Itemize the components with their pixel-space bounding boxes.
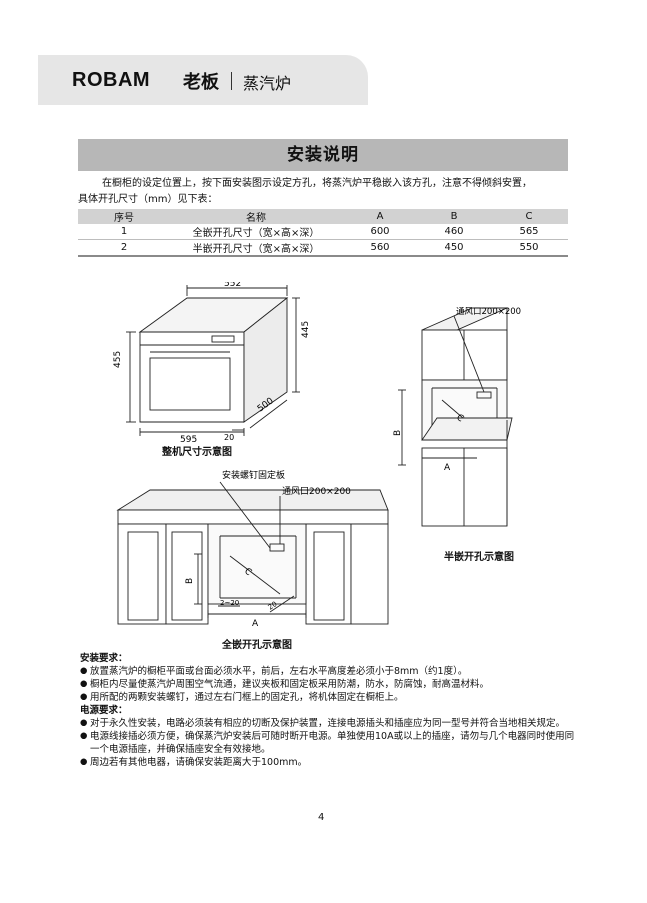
table-row: 1 全嵌开孔尺寸（宽×高×深） 600 460 565 xyxy=(78,224,568,240)
dim-label: 445 xyxy=(301,321,311,338)
product-name: 蒸汽炉 xyxy=(243,74,292,93)
dim-label: B xyxy=(393,430,403,436)
list-item: 电源线接插必须方便，确保蒸汽炉安装后可随时断开电源。单独使用10A或以上的插座，… xyxy=(80,730,580,756)
dim-label: 595 xyxy=(180,435,197,445)
table-cell: 全嵌开孔尺寸（宽×高×深） xyxy=(170,224,342,240)
install-requirements-heading: 安装要求： xyxy=(80,653,128,664)
table-cell: 2 xyxy=(78,239,170,257)
dim-label: 2~20 xyxy=(220,599,239,607)
caption-full-builtin: 全嵌开孔示意图 xyxy=(222,640,292,651)
section-title: 安装说明 xyxy=(78,139,568,171)
dim-label: C xyxy=(242,566,253,578)
dim-label: 552 xyxy=(224,282,241,289)
brand-logo-cn: 老板 xyxy=(183,72,219,93)
caption-half-builtin: 半嵌开孔示意图 xyxy=(444,552,514,563)
header-banner: ROBAM 老板 蒸汽炉 xyxy=(38,55,368,105)
list-item: 周边若有其他电器，请确保安装距离大于100mm。 xyxy=(80,756,580,769)
table-header: A xyxy=(342,209,418,224)
vent-label: 通风口200×200 xyxy=(456,306,521,317)
intro-text: 在橱柜的设定位置上，按下面安装图示设定方孔，将蒸汽炉平稳嵌入该方孔，注意不得倾斜… xyxy=(78,176,568,208)
half-builtin-diagram: 通风口200×200 B A C xyxy=(393,306,521,527)
dim-label: B xyxy=(185,578,195,584)
dimension-table: 序号 名称 A B C 1 全嵌开孔尺寸（宽×高×深） 600 460 565 … xyxy=(78,209,568,257)
list-item: 橱柜内尽量使蒸汽炉周围空气流通，建议夹板和固定板采用防潮，防水，防腐蚀，耐高温材… xyxy=(80,678,580,691)
appliance-dimension-diagram: 552 455 445 595 500 20 xyxy=(113,282,311,445)
dim-label: 20 xyxy=(267,600,279,612)
table-header: 名称 xyxy=(170,209,342,224)
table-row: 2 半嵌开孔尺寸（宽×高×深） 560 450 550 xyxy=(78,239,568,257)
dim-label: 20 xyxy=(224,433,234,442)
power-requirements-heading: 电源要求： xyxy=(80,705,128,716)
list-item: 放置蒸汽炉的橱柜平面或台面必须水平，前后，左右水平高度差必须小于8mm（约1度）… xyxy=(80,665,580,678)
intro-line-2: 具体开孔尺寸（mm）见下表： xyxy=(78,194,218,205)
table-header: 序号 xyxy=(78,209,170,224)
table-cell: 600 xyxy=(342,224,418,240)
dim-label: C xyxy=(454,413,465,425)
page-number: 4 xyxy=(318,812,325,823)
table-cell: 1 xyxy=(78,224,170,240)
table-header: C xyxy=(490,209,568,224)
dim-label: A xyxy=(252,619,259,629)
screw-plate-label: 安装螺钉固定板 xyxy=(222,469,285,481)
list-item: 对于永久性安装，电路必须装有相应的切断及保护装置，连接电源插头和插座应为同一型号… xyxy=(80,717,580,730)
full-builtin-diagram: 安装螺钉固定板 通风口200×200 B C 2~20 20 A xyxy=(116,469,389,629)
vent-label: 通风口200×200 xyxy=(282,486,351,497)
table-cell: 565 xyxy=(490,224,568,240)
intro-line-1: 在橱柜的设定位置上，按下面安装图示设定方孔，将蒸汽炉平稳嵌入该方孔，注意不得倾斜… xyxy=(102,178,532,189)
brand-logo: ROBAM xyxy=(72,69,151,91)
caption-appliance: 整机尺寸示意图 xyxy=(162,447,232,458)
table-cell: 550 xyxy=(490,239,568,257)
table-header: B xyxy=(418,209,490,224)
dim-label: A xyxy=(444,463,451,473)
table-cell: 560 xyxy=(342,239,418,257)
table-cell: 460 xyxy=(418,224,490,240)
dim-label: 455 xyxy=(113,351,123,368)
list-item: 用所配的两颗安装螺钉，通过左右门框上的固定孔，将机体固定在橱柜上。 xyxy=(80,691,580,704)
table-header-row: 序号 名称 A B C xyxy=(78,209,568,224)
table-cell: 半嵌开孔尺寸（宽×高×深） xyxy=(170,239,342,257)
table-cell: 450 xyxy=(418,239,490,257)
header-divider xyxy=(231,72,232,90)
requirements-section: 安装要求： 放置蒸汽炉的橱柜平面或台面必须水平，前后，左右水平高度差必须小于8m… xyxy=(80,652,580,769)
